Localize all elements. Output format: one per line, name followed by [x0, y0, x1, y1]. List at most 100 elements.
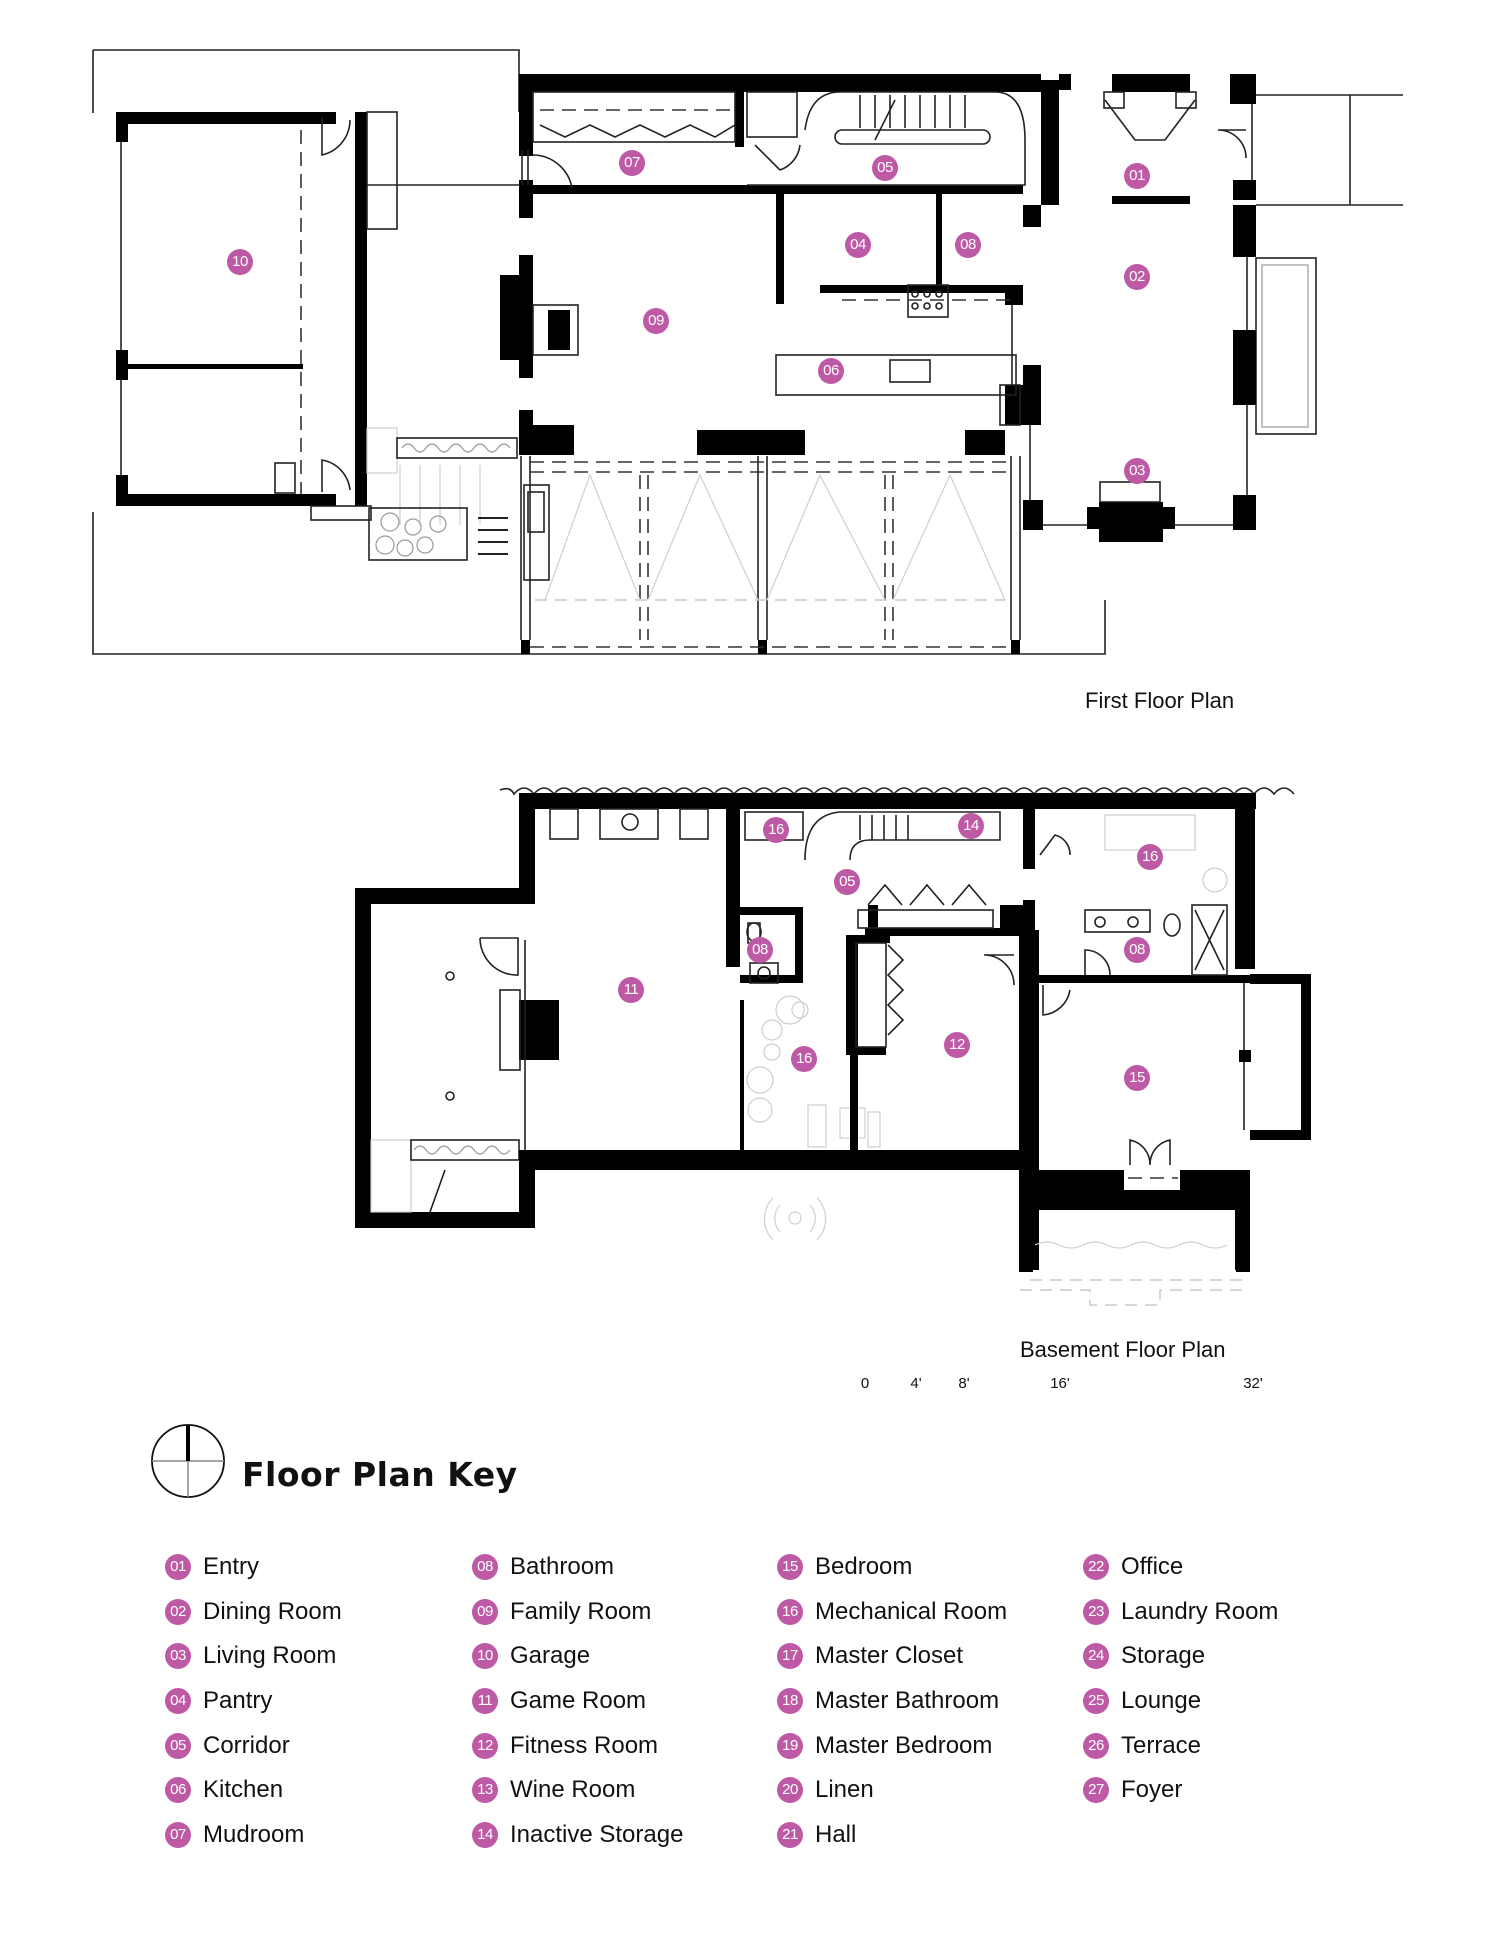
- scale-tick-label: 16': [1050, 1375, 1070, 1392]
- key-item: 08 Bathroom: [472, 1545, 772, 1590]
- room-badge: 03: [1124, 458, 1150, 484]
- key-item: 09 Family Room: [472, 1590, 772, 1635]
- first-floor-caption: First Floor Plan: [1085, 688, 1235, 713]
- key-title: Floor Plan Key: [242, 1455, 518, 1494]
- first-floor-plan: [92, 49, 1403, 655]
- key-item: 10 Garage: [472, 1634, 772, 1679]
- key-label: Terrace: [1121, 1731, 1202, 1759]
- room-badge: 09: [643, 308, 669, 334]
- key-badge: 10: [472, 1643, 498, 1670]
- key-item: 07 Mudroom: [165, 1813, 465, 1858]
- key-label: Lounge: [1121, 1687, 1202, 1715]
- basement-plan: [355, 787, 1311, 1306]
- key-badge: 06: [165, 1777, 191, 1804]
- key-label: Master Bathroom: [815, 1687, 1000, 1715]
- north-arrow-icon: [151, 1424, 225, 1498]
- room-badge: 08: [747, 937, 773, 963]
- key-badge: 22: [1083, 1554, 1109, 1581]
- key-label: Bedroom: [815, 1553, 913, 1581]
- scale-tick-label: 0: [860, 1375, 870, 1392]
- key-label: Family Room: [510, 1597, 652, 1625]
- room-badge: 08: [1124, 937, 1150, 963]
- key-label: Wine Room: [510, 1776, 636, 1804]
- key-badge: 01: [165, 1554, 191, 1581]
- key-label: Mechanical Room: [815, 1597, 1008, 1625]
- key-badge: 26: [1083, 1732, 1109, 1759]
- room-badge: 16: [763, 817, 789, 843]
- key-badge: 17: [777, 1643, 803, 1670]
- room-badge: 07: [619, 150, 645, 176]
- room-badge: 01: [1124, 163, 1150, 189]
- scale-tick-label: 8': [958, 1375, 970, 1392]
- key-badge: 13: [472, 1777, 498, 1804]
- key-item: 26 Terrace: [1083, 1723, 1383, 1768]
- room-badge: 15: [1124, 1065, 1150, 1091]
- key-label: Office: [1121, 1553, 1184, 1581]
- key-item: 15 Bedroom: [777, 1545, 1077, 1590]
- key-badge: 08: [472, 1554, 498, 1581]
- garage-walls: [116, 111, 398, 521]
- scale-tick-label: 4': [910, 1375, 922, 1392]
- room-badge: 16: [791, 1046, 817, 1072]
- key-label: Pantry: [203, 1687, 273, 1715]
- key-badge: 04: [165, 1688, 191, 1715]
- room-badge: 02: [1124, 264, 1150, 290]
- key-badge: 24: [1083, 1643, 1109, 1670]
- key-badge: 19: [777, 1732, 803, 1759]
- key-item: 16 Mechanical Room: [777, 1590, 1077, 1635]
- room-badge: 16: [1137, 844, 1163, 870]
- key-label: Mudroom: [203, 1820, 305, 1848]
- key-badge: 27: [1083, 1777, 1109, 1804]
- key-badge: 18: [777, 1688, 803, 1715]
- key-badge: 07: [165, 1821, 191, 1848]
- key-label: Entry: [203, 1553, 260, 1581]
- room-badge: 06: [818, 358, 844, 384]
- key-item: 13 Wine Room: [472, 1768, 772, 1813]
- key-badge: 12: [472, 1732, 498, 1759]
- key-badge: 05: [165, 1732, 191, 1759]
- key-badge: 16: [777, 1598, 803, 1625]
- key-item: 06 Kitchen: [165, 1768, 465, 1813]
- room-badge: 10: [227, 249, 253, 275]
- room-badge: 04: [845, 232, 871, 258]
- key-item: 01 Entry: [165, 1545, 465, 1590]
- key-label: Hall: [815, 1820, 857, 1848]
- key-item: 22 Office: [1083, 1545, 1383, 1590]
- key-badge: 03: [165, 1643, 191, 1670]
- key-label: Linen: [815, 1776, 874, 1804]
- key-label: Garage: [510, 1642, 591, 1670]
- key-item: 05 Corridor: [165, 1723, 465, 1768]
- key-label: Dining Room: [203, 1597, 342, 1625]
- key-label: Storage: [1121, 1642, 1206, 1670]
- key-label: Laundry Room: [1121, 1597, 1279, 1625]
- floor-plans-drawing: [92, 49, 1403, 1306]
- key-badge: 09: [472, 1598, 498, 1625]
- scale-tick-label: 32': [1243, 1375, 1263, 1392]
- key-label: Corridor: [203, 1731, 290, 1759]
- key-item: 23 Laundry Room: [1083, 1590, 1383, 1635]
- key-label: Game Room: [510, 1687, 647, 1715]
- key-item: 04 Pantry: [165, 1679, 465, 1724]
- key-badge: 23: [1083, 1598, 1109, 1625]
- key-badge: 02: [165, 1598, 191, 1625]
- key-item: 24 Storage: [1083, 1634, 1383, 1679]
- room-badge: 05: [834, 869, 860, 895]
- key-badge: 15: [777, 1554, 803, 1581]
- key-label: Master Bedroom: [815, 1731, 993, 1759]
- key-badge: 21: [777, 1821, 803, 1848]
- key-label: Bathroom: [510, 1553, 615, 1581]
- key-label: Foyer: [1121, 1776, 1183, 1804]
- terrace-pergola: [520, 456, 1021, 654]
- key-label: Kitchen: [203, 1776, 284, 1804]
